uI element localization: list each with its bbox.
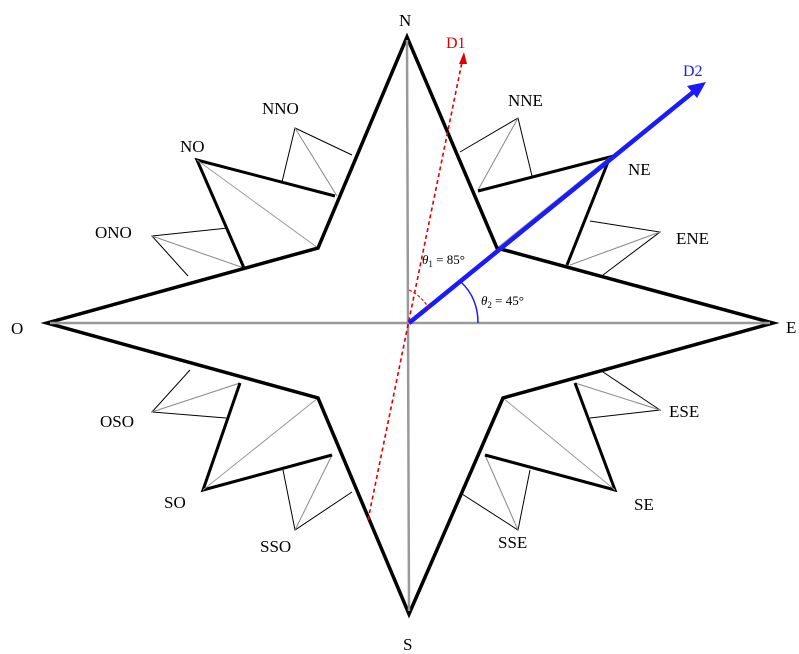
- ono-point: [150, 227, 229, 277]
- se-point-fold: [502, 397, 616, 491]
- label-e: E: [786, 318, 796, 337]
- intercardinal-points: [194, 154, 618, 493]
- label-so: SO: [164, 493, 186, 512]
- ese-point: [589, 369, 662, 419]
- theta1-arc: [408, 289, 431, 311]
- label-n: N: [399, 11, 411, 30]
- ene-point: [589, 220, 662, 276]
- theta2-arc: [460, 281, 479, 324]
- label-ene: ENE: [676, 229, 709, 248]
- d2-label: D2: [683, 63, 703, 80]
- theta1-label: θ1 = 85°: [422, 252, 465, 269]
- label-oso: OSO: [100, 412, 134, 431]
- compass-labels: N E S O NO NE SE SO NNO NNE ENE ESE SSE …: [11, 11, 796, 654]
- so-point-fold: [202, 397, 319, 491]
- sso-point: [282, 469, 353, 531]
- ese-point-fold: [574, 382, 661, 411]
- d1-direction-line: [367, 61, 463, 521]
- nne-point-fold: [477, 117, 519, 191]
- ono-point-fold: [151, 235, 245, 269]
- d2-arrowhead: [687, 82, 706, 98]
- d1-label: D1: [446, 35, 466, 52]
- label-sso: SSO: [260, 537, 291, 556]
- sse-point-fold: [484, 454, 519, 531]
- d2-direction-line: [407, 87, 699, 325]
- label-s: S: [403, 635, 412, 654]
- label-nno: NNO: [262, 99, 299, 118]
- label-ono: ONO: [95, 223, 132, 242]
- nno-point: [281, 127, 353, 183]
- label-sse: SSE: [498, 533, 527, 552]
- nne-point: [459, 117, 533, 177]
- label-o: O: [11, 319, 23, 338]
- label-ese: ESE: [669, 402, 699, 421]
- theta2-label: θ2 = 45°: [481, 293, 524, 310]
- oso-point-fold: [151, 382, 241, 413]
- sixteenth-points: [150, 117, 662, 531]
- label-se: SE: [634, 495, 654, 514]
- oso-point: [150, 369, 227, 419]
- ene-point-fold: [569, 231, 661, 266]
- label-no: NO: [180, 137, 205, 156]
- cardinal-star: [40, 32, 780, 619]
- sso-point-fold: [294, 454, 333, 531]
- label-ne: NE: [628, 160, 651, 179]
- label-nne: NNE: [508, 91, 543, 110]
- no-point-fold: [196, 159, 319, 249]
- d1-arrowhead: [459, 52, 467, 64]
- nno-point-fold: [294, 127, 338, 197]
